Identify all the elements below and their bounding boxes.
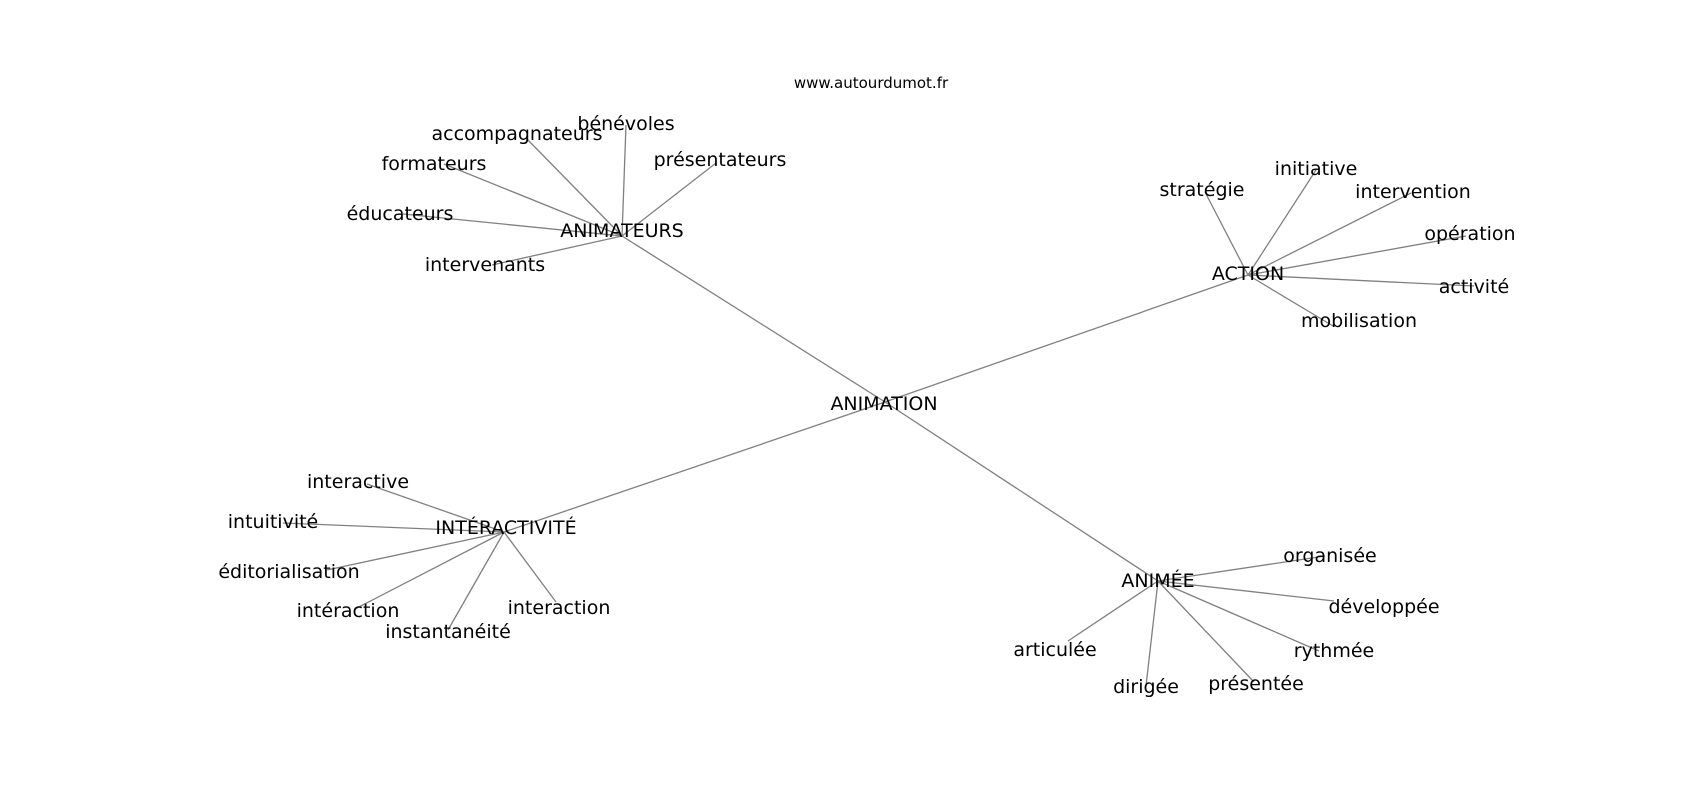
node-intervention: intervention	[1355, 181, 1471, 203]
labels-layer: ANIMATION ANIMATEURS accompagnateursbénévo…	[218, 113, 1515, 698]
source-url: www.autourdumot.fr	[794, 74, 949, 92]
edge-interactivite-instantaneite	[447, 531, 505, 631]
edge-action-initiative	[1247, 169, 1317, 276]
edge-animee-dirigee	[1145, 580, 1159, 687]
node-intervenants: intervenants	[425, 254, 545, 276]
edge-action-mobilisation	[1247, 274, 1334, 327]
edge-animateurs-presentateurs	[621, 162, 717, 237]
node-action: ACTION	[1212, 263, 1284, 285]
node-dirigee: dirigée	[1113, 676, 1179, 698]
edge-animateurs-accompagnateurs	[525, 137, 623, 237]
node-animation: ANIMATION	[830, 393, 937, 415]
node-strategie: stratégie	[1160, 179, 1245, 201]
edge-animation-action	[884, 274, 1249, 403]
edge-animation-animee	[884, 401, 1159, 582]
node-initiative: initiative	[1275, 158, 1358, 180]
edge-interactivite-interactive	[366, 483, 505, 533]
edge-interactivite-editorialisation	[326, 531, 505, 571]
node-editorialisation: éditorialisation	[218, 561, 359, 583]
node-presentateurs: présentateurs	[654, 149, 787, 171]
node-operation: opération	[1424, 223, 1515, 245]
node-organisee: organisée	[1283, 545, 1376, 567]
node-interactive: interactive	[307, 471, 409, 493]
node-interaction-accent: intéraction	[297, 600, 400, 622]
node-activite: activité	[1439, 276, 1509, 298]
node-developpee: développée	[1328, 596, 1439, 618]
edge-animee-developpee	[1157, 580, 1335, 602]
node-animateurs: ANIMATEURS	[560, 220, 684, 242]
edge-action-activite	[1247, 274, 1475, 287]
node-mobilisation: mobilisation	[1301, 310, 1417, 332]
edge-animee-presentee	[1157, 580, 1255, 683]
edge-action-operation	[1247, 235, 1467, 276]
edge-action-strategie	[1204, 191, 1249, 276]
node-accompagnateurs: accompagnateurs	[431, 123, 602, 145]
node-rythmee: rythmée	[1294, 640, 1374, 662]
node-educateurs: éducateurs	[347, 203, 454, 225]
edges-layer	[282, 124, 1475, 687]
edge-animateurs-educateurs	[402, 213, 623, 237]
node-interactivite: INTÉRACTIVITÉ	[435, 516, 576, 539]
edge-animee-rythmee	[1157, 580, 1320, 652]
node-formateurs: formateurs	[382, 153, 487, 175]
node-presentee: présentée	[1208, 673, 1304, 695]
edge-animation-animateurs	[621, 235, 886, 403]
edge-interactivite-intuitivite	[282, 522, 505, 533]
node-intuitivite: intuitivité	[228, 511, 318, 533]
edge-interactivite-interaction	[503, 531, 557, 603]
edge-animee-articulee	[1067, 580, 1159, 642]
edge-animee-organisee	[1157, 555, 1326, 582]
node-instantaneite: instantanéité	[385, 621, 511, 643]
node-benevoles: bénévoles	[577, 113, 674, 135]
edge-animation-interactivite	[503, 401, 886, 533]
edge-interactivite-interaction-accent	[354, 531, 505, 610]
node-interaction: interaction	[508, 597, 611, 619]
node-animee: ANIMÉE	[1121, 569, 1194, 592]
node-articulee: articulée	[1013, 639, 1096, 661]
edge-animateurs-intervenants	[491, 235, 623, 266]
edge-action-intervention	[1247, 192, 1412, 276]
edge-animateurs-formateurs	[443, 163, 623, 237]
edge-animateurs-benevoles	[621, 124, 627, 237]
